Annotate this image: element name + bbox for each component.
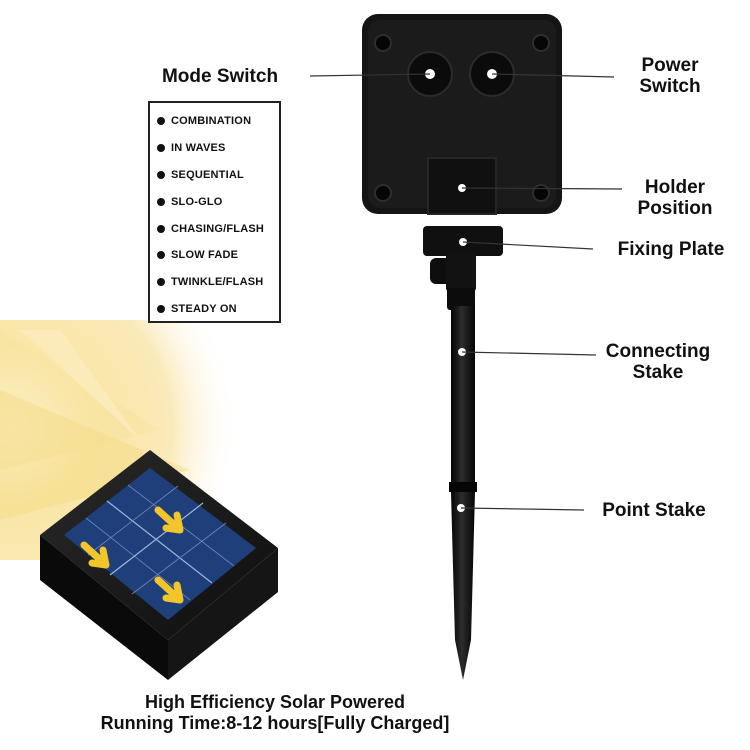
bullet-icon [157,144,165,153]
mode-list-item: IN WAVES [157,135,279,162]
bullet-icon [157,117,165,126]
footer-line-2: Running Time:8-12 hours[Fully Charged] [100,713,450,733]
mode-list-item: SLO-GLO [157,188,279,215]
bullet-icon [157,170,165,179]
stake-assembly [423,226,503,680]
control-box [362,14,562,215]
bullet-icon [157,197,165,206]
mode-list-item: SLOW FADE [157,242,279,269]
footer-line-1: High Efficiency Solar Powered [144,692,406,712]
solar-cells [64,468,256,620]
connecting-stake-label: Connecting Stake [605,341,711,383]
mode-list-item: CHASING/FLASH [157,215,279,242]
point-stake-label: Point Stake [602,500,706,521]
mode-list: COMBINATION IN WAVES SEQUENTIAL SLO-GLO … [148,101,281,323]
sunlight-glow [0,320,240,560]
mode-list-item: STEADY ON [157,296,279,323]
bullet-icon [157,278,165,287]
sunlight-arrow-icons [80,506,184,604]
holder-position-label: Holder Position [637,177,713,219]
fixing-plate-label: Fixing Plate [617,239,725,260]
power-switch-label: Power Switch [639,55,701,97]
leader-lines [309,73,623,511]
solar-panel [40,450,278,680]
mode-list-item: SEQUENTIAL [157,162,279,189]
bullet-icon [157,224,165,233]
mode-switch-label: Mode Switch [161,66,279,87]
mode-list-item: TWINKLE/FLASH [157,269,279,296]
bullet-icon [157,304,165,313]
mode-list-item: COMBINATION [157,108,279,135]
bullet-icon [157,251,165,260]
